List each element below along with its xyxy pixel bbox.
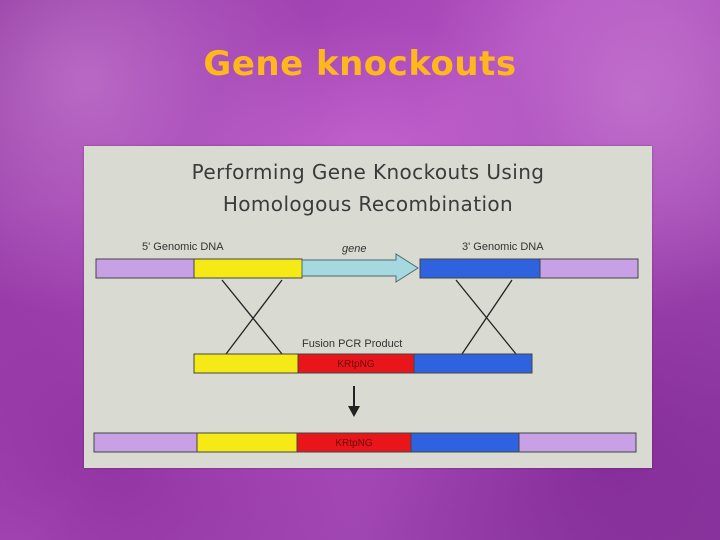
result-yellow-segment: [196, 432, 298, 453]
result-3-flank-segment: [518, 432, 637, 453]
result-5-flank-segment: [93, 432, 198, 453]
pcr-blue-segment: [413, 353, 533, 374]
gene-arrow: [301, 253, 419, 283]
label-fusion-pcr-product: Fusion PCR Product: [302, 338, 402, 350]
knockout-diagram: Performing Gene Knockouts Using Homologo…: [84, 146, 652, 468]
crossover-left-b: [225, 279, 283, 355]
result-marker-label: KRtpNG: [335, 438, 372, 449]
label-gene: gene: [342, 243, 366, 255]
diagram-title-line1: Performing Gene Knockouts Using: [191, 160, 545, 184]
top-yellow-segment: [193, 258, 303, 279]
label-3-genomic-dna: 3' Genomic DNA: [462, 241, 544, 253]
crossover-left-a: [221, 279, 283, 355]
top-blue-segment: [419, 258, 541, 279]
pcr-marker-label: KRtpNG: [337, 359, 374, 370]
top-5-flank-segment: [95, 258, 195, 279]
down-arrow-head: [348, 406, 360, 417]
diagram-title-line2: Homologous Recombination: [222, 192, 514, 216]
label-5-genomic-dna: 5' Genomic DNA: [142, 241, 224, 253]
diagram-graphics: 5' Genomic DNA gene 3' Genomic DNA Fusio…: [93, 241, 639, 453]
slide-title: Gene knockouts: [203, 44, 517, 84]
pcr-yellow-segment: [193, 353, 299, 374]
crossover-right-b: [461, 279, 513, 355]
crossover-right-a: [455, 279, 517, 355]
top-3-flank-segment: [539, 258, 639, 279]
result-blue-segment: [410, 432, 520, 453]
